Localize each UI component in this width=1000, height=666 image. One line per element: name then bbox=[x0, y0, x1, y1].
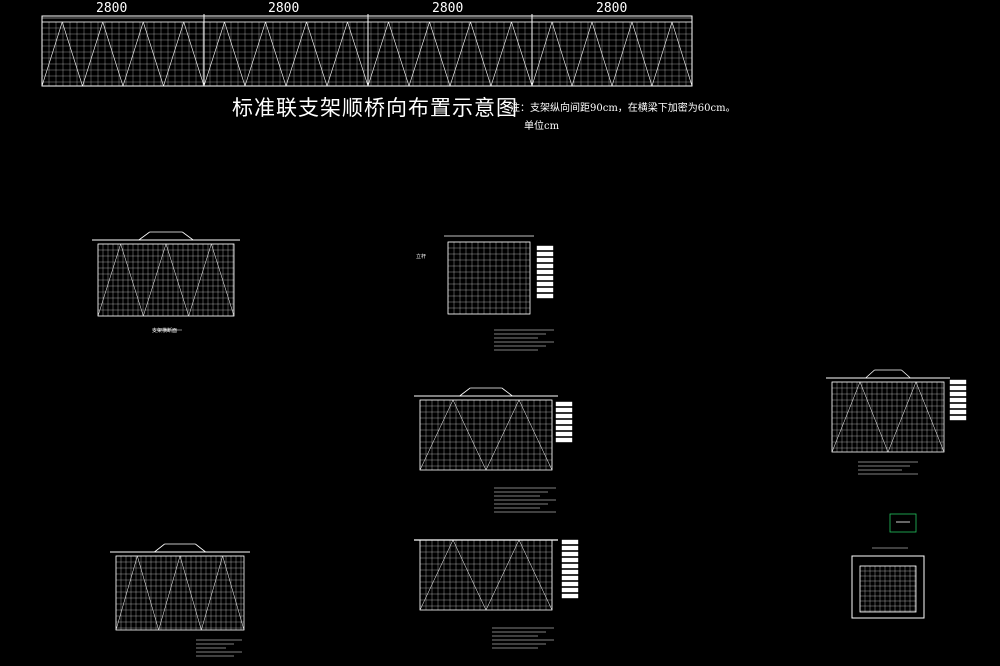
dimension-label-3: 2800 bbox=[432, 1, 463, 16]
caption-cross-section: 支架横断面 bbox=[152, 327, 177, 334]
drawing-title: 标准联支架顺桥向布置示意图 bbox=[232, 96, 518, 120]
dimension-label-1: 2800 bbox=[96, 1, 127, 16]
caption-pole: 立杆 bbox=[416, 253, 426, 260]
dimension-label-2: 2800 bbox=[268, 1, 299, 16]
drawing-unit: 单位cm bbox=[524, 121, 560, 132]
top-bracket-elevation bbox=[41, 14, 693, 87]
dimension-labels: 2800 2800 2800 2800 bbox=[96, 1, 627, 16]
detail-drawings bbox=[92, 231, 967, 657]
dimension-label-4: 2800 bbox=[596, 1, 627, 16]
drawing-note: 注：支架纵向间距90cm，在横梁下加密为60cm。 bbox=[510, 103, 736, 114]
